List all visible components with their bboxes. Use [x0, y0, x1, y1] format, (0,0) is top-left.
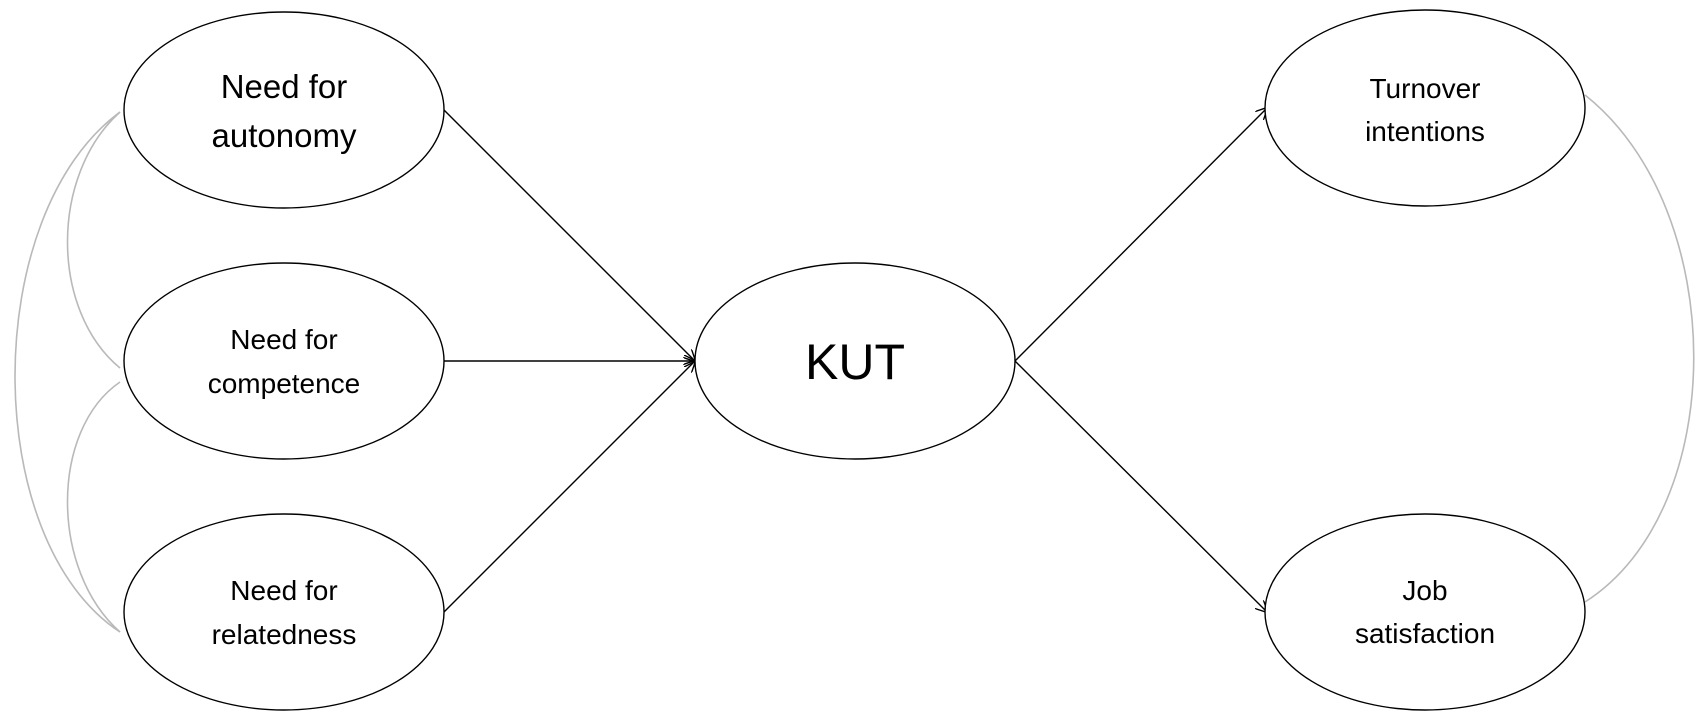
node-turnover-intentions: Turnover intentions	[1264, 9, 1586, 207]
node-need-for-relatedness: Need for relatedness	[123, 513, 445, 711]
correlation-autonomy-relatedness	[14, 111, 121, 633]
path-relatedness-to-kut	[443, 361, 695, 613]
path-kut-to-turnover	[1014, 108, 1267, 362]
node-label-line1: Job	[1402, 575, 1447, 606]
node-label-line1: Need for	[221, 68, 348, 105]
node-label-line1: Need for	[230, 575, 337, 606]
path-kut-to-satisfaction	[1014, 360, 1267, 612]
path-autonomy-to-kut	[443, 109, 695, 361]
node-job-satisfaction: Job satisfaction	[1264, 513, 1586, 711]
node-need-for-competence: Need for competence	[123, 262, 445, 460]
node-need-for-autonomy: Need for autonomy	[123, 11, 445, 209]
node-label-line1: Turnover	[1369, 73, 1480, 104]
node-label: KUT	[805, 334, 905, 390]
node-kut: KUT	[694, 262, 1016, 460]
node-label-line2: intentions	[1365, 116, 1485, 147]
node-label-line2: autonomy	[212, 117, 357, 154]
node-label-line1: Need for	[230, 324, 337, 355]
node-label-line2: satisfaction	[1355, 618, 1495, 649]
node-label-line2: relatedness	[212, 619, 357, 650]
correlation-autonomy-competence	[66, 111, 121, 369]
correlation-competence-relatedness	[66, 381, 121, 633]
node-label-line2: competence	[208, 368, 361, 399]
correlation-turnover-satisfaction	[1584, 94, 1695, 603]
